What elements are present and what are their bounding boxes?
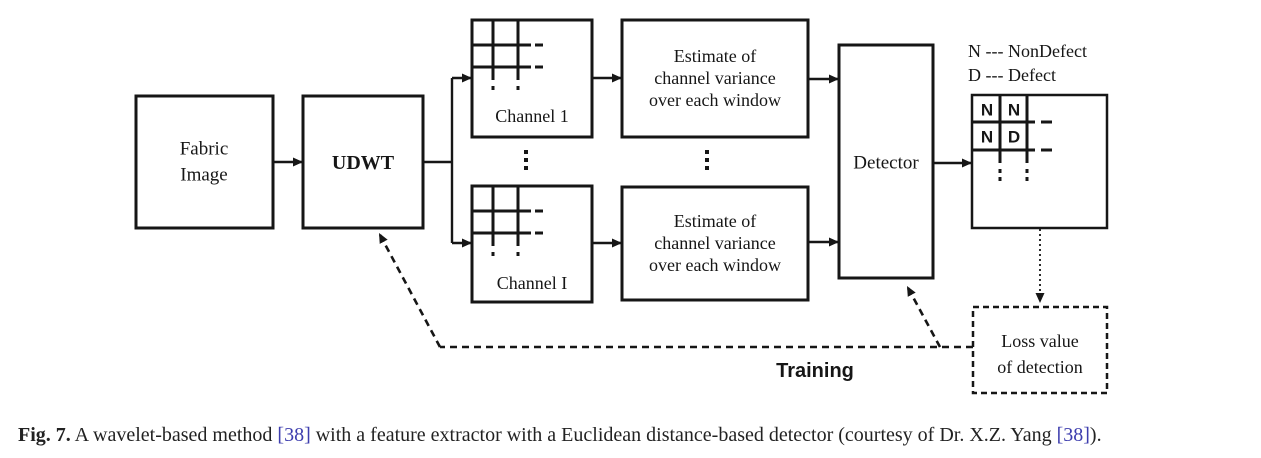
channel-i-label: Channel I	[497, 273, 567, 293]
channel-i-grid-icon	[473, 187, 543, 256]
citation-link-38-a[interactable]: [38]	[277, 424, 311, 446]
estimate-bottom-line1: Estimate of	[674, 211, 756, 231]
figure-number-label: Fig. 7.	[18, 424, 71, 446]
output-map-grid-icon	[973, 96, 1052, 181]
citation-link-38-b[interactable]: [38]	[1056, 424, 1090, 446]
training-label: Training	[776, 360, 854, 382]
block-diagram: Fabric Image UDWT Channel 1 Channel I Es…	[134, 18, 1109, 395]
estimates-ellipsis	[705, 150, 709, 170]
legend-defect: D --- Defect	[968, 65, 1056, 85]
caption-text-2: with a feature extractor with a Euclidea…	[310, 424, 1057, 446]
training-feedback-path	[377, 232, 973, 349]
loss-value-label-line1: Loss value	[1001, 331, 1078, 351]
loss-value-label-line2: of detection	[997, 357, 1082, 377]
estimate-top-line1: Estimate of	[674, 46, 756, 66]
legend-nondefect: N --- NonDefect	[968, 41, 1087, 61]
detector-label: Detector	[853, 153, 919, 174]
training-arrow-to-udwt	[377, 232, 442, 348]
caption-text-1: A wavelet-based method	[70, 424, 278, 446]
output-cell-1: N	[1008, 101, 1020, 120]
channel-1-grid-icon	[473, 21, 543, 90]
fabric-image-box	[134, 94, 275, 230]
estimate-top-line3: over each window	[649, 90, 781, 110]
channel-1-label: Channel 1	[495, 106, 569, 126]
channels-ellipsis	[524, 150, 528, 170]
figure-caption: Fig. 7. A wavelet-based method [38] with…	[18, 424, 1102, 447]
estimate-top-line2: channel variance	[654, 68, 775, 88]
estimate-bottom-line3: over each window	[649, 255, 781, 275]
udwt-label: UDWT	[332, 152, 395, 174]
fabric-image-label-line1: Fabric	[180, 139, 229, 160]
output-map-box	[970, 93, 1109, 230]
fabric-image-label-line2: Image	[180, 165, 227, 186]
output-cell-0: N	[981, 101, 993, 120]
output-cell-2: N	[981, 128, 993, 147]
estimate-bottom-line2: channel variance	[654, 233, 775, 253]
flow-arrows	[273, 73, 972, 248]
training-arrow-to-detector	[905, 285, 942, 348]
detector-box	[837, 43, 935, 280]
output-cell-3: D	[1008, 128, 1020, 147]
caption-text-3: ).	[1089, 424, 1102, 446]
